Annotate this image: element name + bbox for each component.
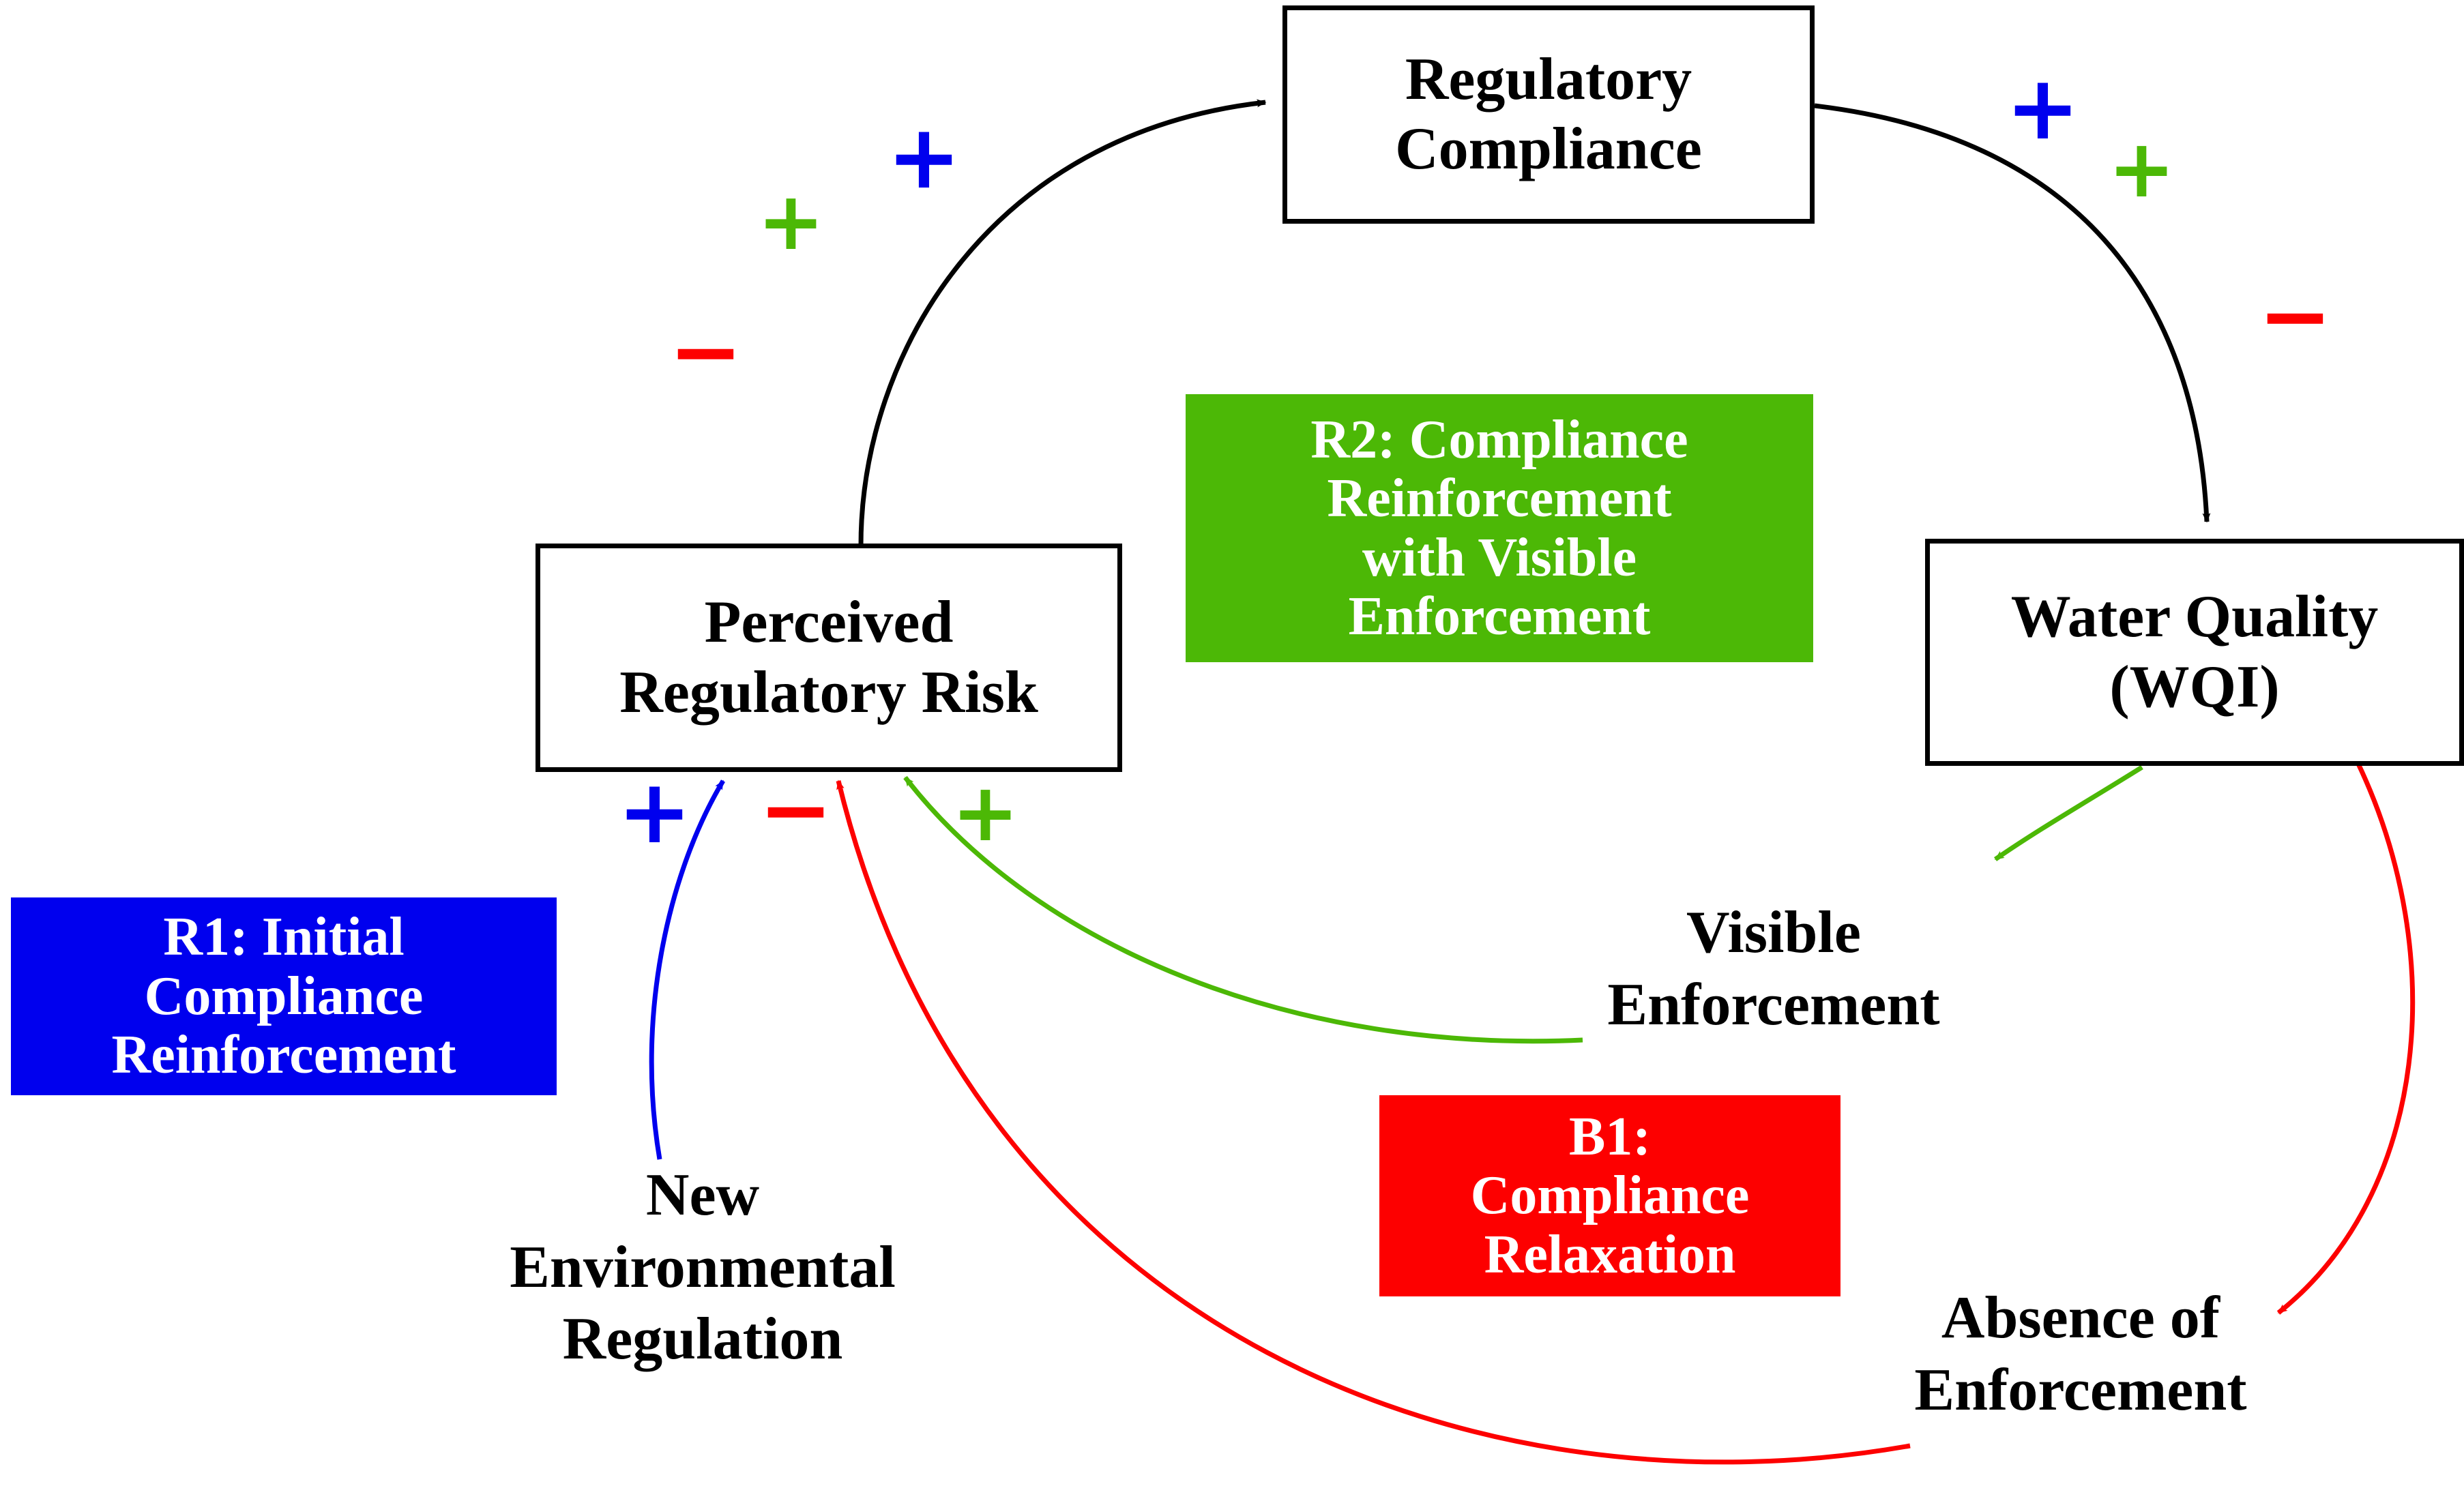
variable-visible-enforcement[interactable]: Visible Enforcement [1528, 897, 2019, 1041]
loop-label-line: with Visible [1362, 527, 1637, 588]
link-risk-to-compliance [858, 99, 1267, 546]
loop-label-line: B1: [1569, 1106, 1651, 1167]
polarity-mark-left-green-plus: + [757, 174, 825, 268]
variable-label-line: Water Quality [2010, 584, 2379, 651]
variable-label-line: Regulatory [1405, 46, 1692, 113]
polarity-mark-left-blue-plus: + [887, 105, 961, 209]
link-water-quality-to-absence [2276, 762, 2416, 1315]
polarity-mark-right-green-plus: + [2108, 121, 2175, 216]
polarity-mark-right-red-minus: − [2258, 264, 2332, 368]
loop-label-line: Compliance [144, 966, 424, 1026]
loop-label-line: Reinforcement [1327, 469, 1672, 529]
link-visible-enforcement-to-risk [903, 775, 1583, 1044]
variable-label-line: Absence of [1941, 1285, 2220, 1351]
loop-label-line: Relaxation [1484, 1224, 1736, 1285]
variable-label-line: (WQI) [2109, 653, 2280, 720]
loop-label-R1[interactable]: R1: Initial Compliance Reinforcement [11, 897, 557, 1095]
variable-perceived-regulatory-risk[interactable]: Perceived Regulatory Risk [536, 544, 1122, 772]
loop-label-line: R1: Initial [163, 907, 405, 968]
loop-label-line: Reinforcement [111, 1025, 456, 1086]
variable-label-line: New [645, 1162, 760, 1228]
polarity-mark-bottom-blue-plus: + [617, 760, 692, 863]
link-compliance-to-water-quality [1814, 103, 2211, 523]
variable-label-line: Visible [1686, 900, 1861, 966]
polarity-mark-bottom-green-plus: + [952, 765, 1019, 859]
variable-new-environmental-regulation[interactable]: New Environmental Regulation [423, 1159, 982, 1376]
variable-label-line: Compliance [1395, 116, 1702, 182]
variable-label-line: Regulatory Risk [619, 659, 1038, 726]
link-regulation-to-risk [649, 779, 726, 1160]
loop-label-line: Compliance [1470, 1165, 1750, 1226]
variable-label-line: Perceived [704, 589, 954, 656]
variable-water-quality[interactable]: Water Quality (WQI) [1925, 539, 2464, 766]
variable-label-line: Enforcement [1607, 971, 1940, 1038]
polarity-mark-left-red-minus: − [669, 299, 743, 403]
loop-label-line: Enforcement [1348, 586, 1651, 647]
loop-label-R2[interactable]: R2: Compliance Reinforcement with Visibl… [1186, 394, 1813, 662]
loop-label-line: R2: Compliance [1310, 409, 1688, 470]
loop-label-B1[interactable]: B1: Compliance Relaxation [1379, 1095, 1840, 1296]
variable-label-line: Enforcement [1914, 1356, 2247, 1423]
variable-label-line: Environmental [510, 1234, 896, 1301]
polarity-mark-right-blue-plus: + [2006, 56, 2080, 160]
variable-label-line: Regulation [562, 1306, 843, 1373]
variable-regulatory-compliance[interactable]: Regulatory Compliance [1282, 5, 1815, 224]
link-absence-to-risk [836, 779, 1911, 1465]
variable-absence-of-enforcement[interactable]: Absence of Enforcement [1835, 1282, 2326, 1426]
polarity-mark-bottom-red-minus: − [759, 758, 833, 861]
link-water-quality-to-visible-enforcement [1994, 765, 2143, 861]
